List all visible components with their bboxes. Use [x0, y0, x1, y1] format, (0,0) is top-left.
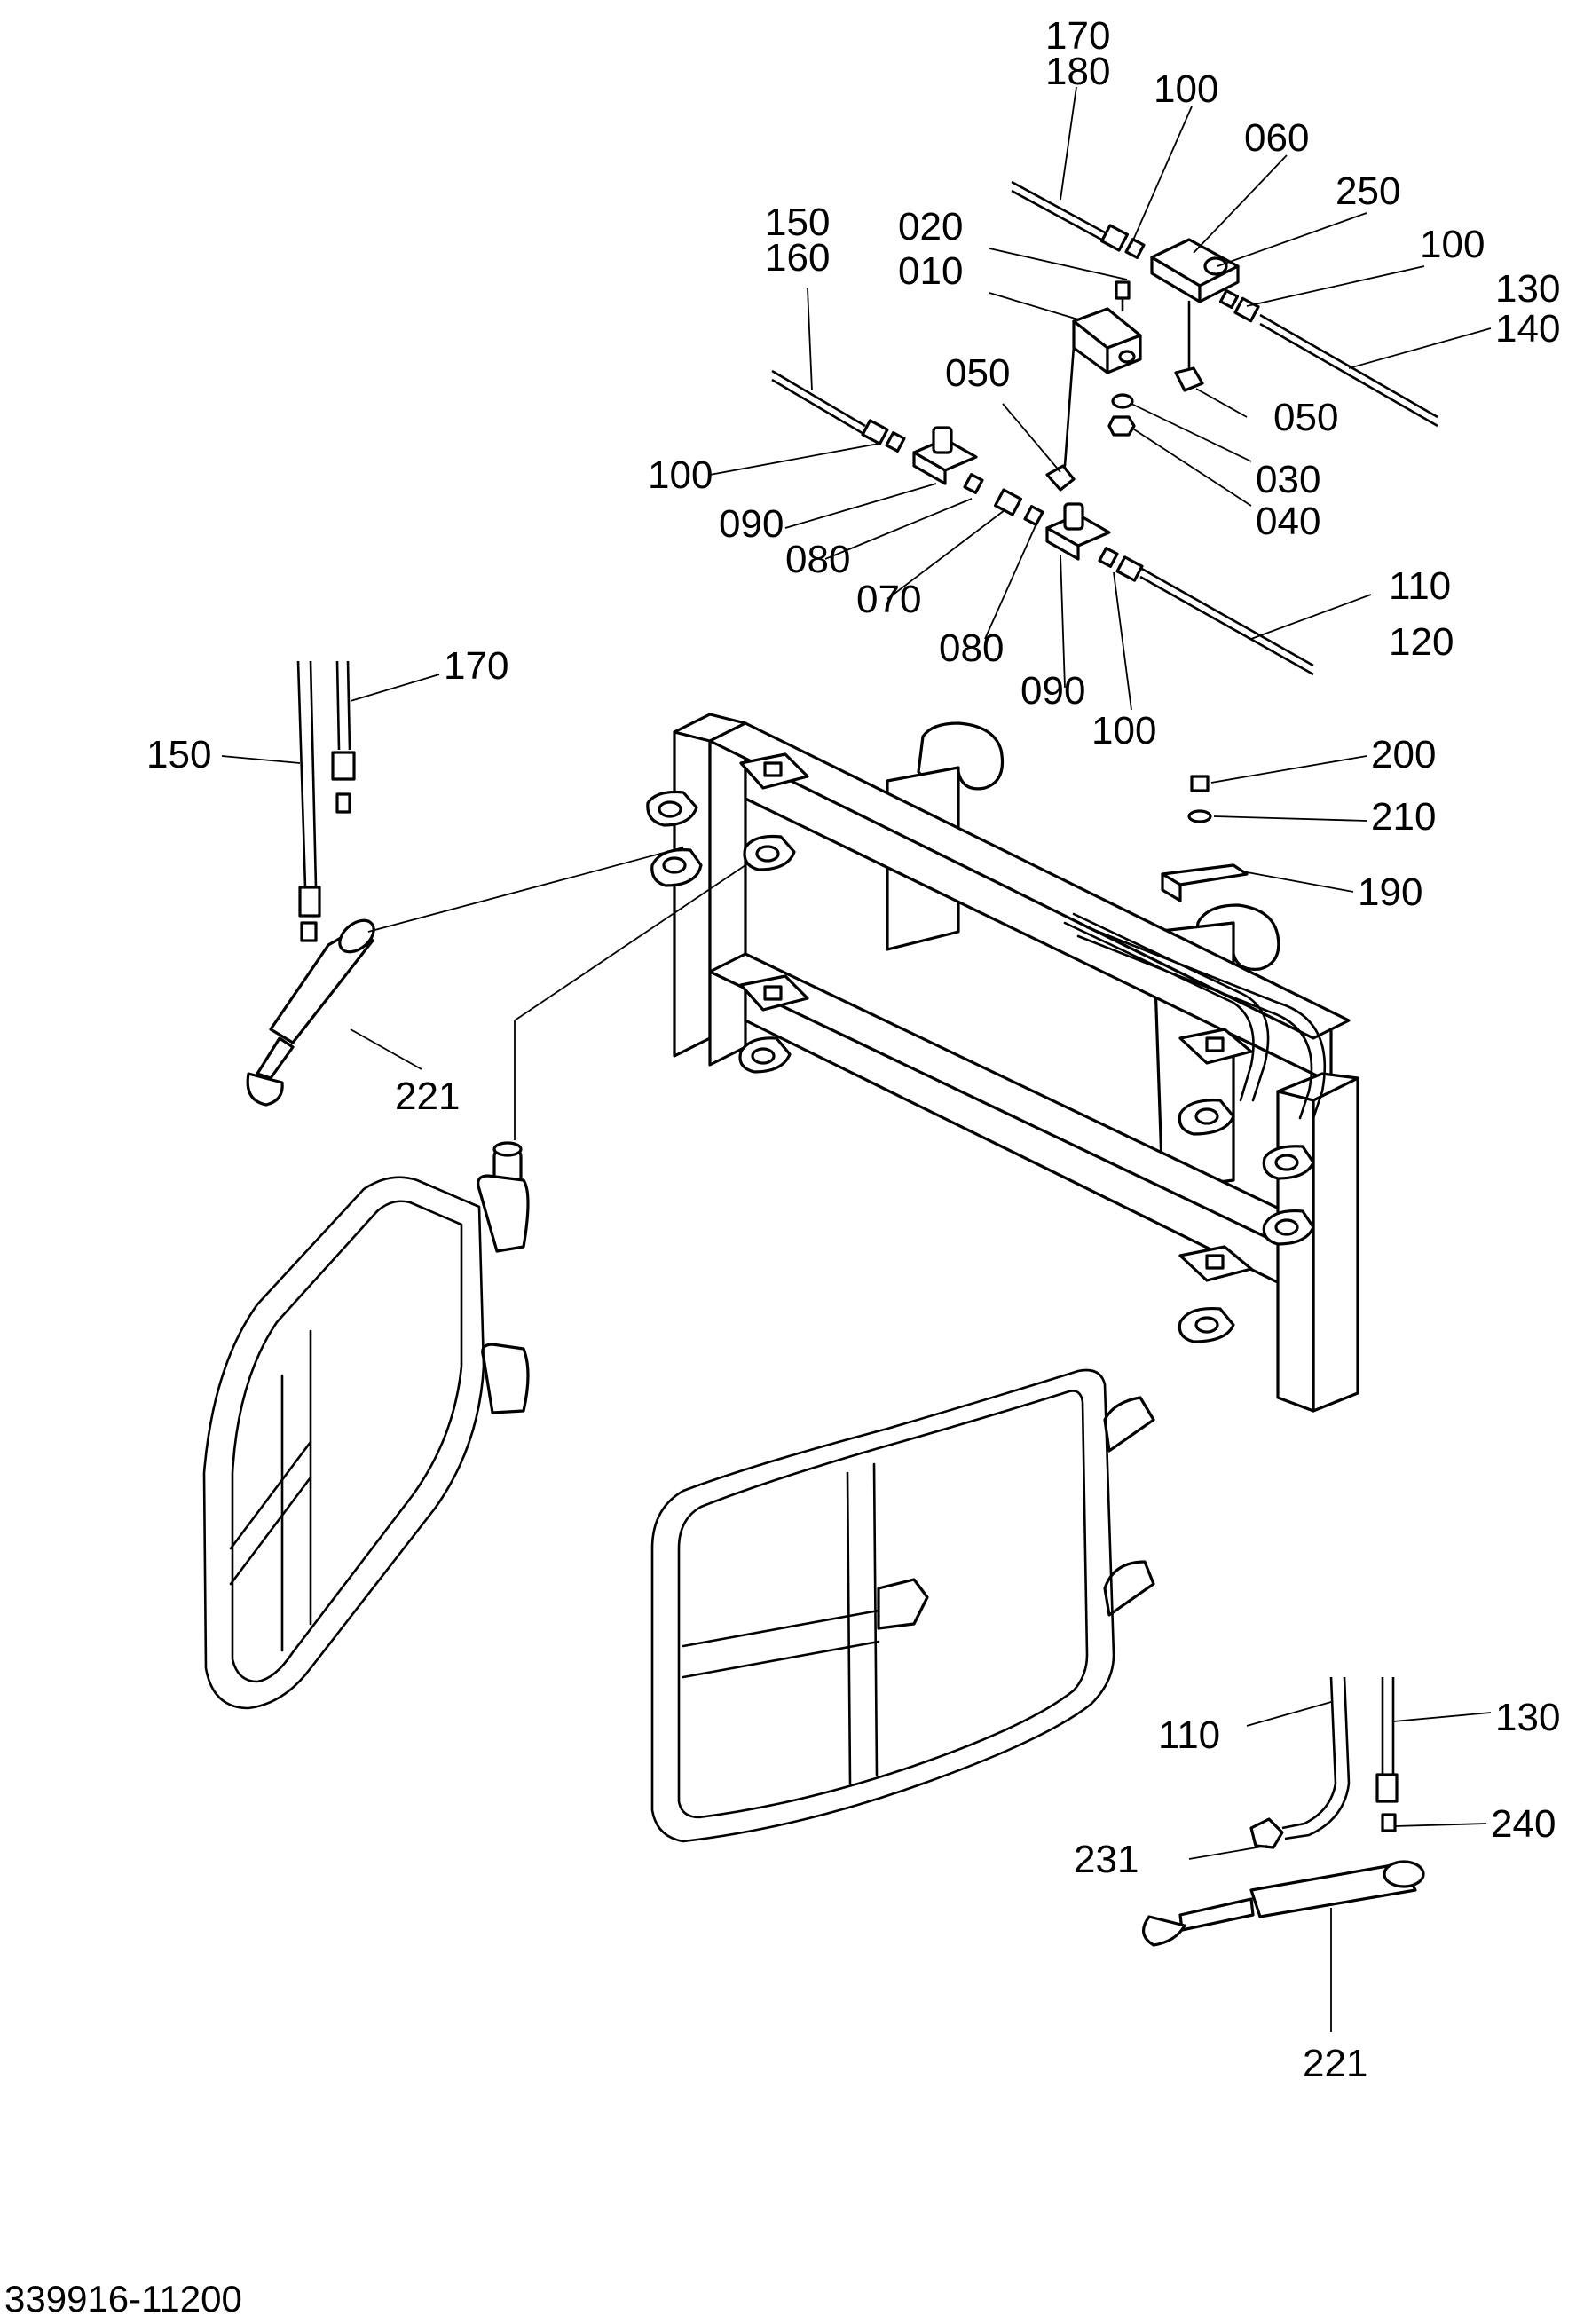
left-upright-face — [708, 721, 747, 1067]
frame-hose-1 — [1063, 921, 1255, 1102]
right-clamp-arm — [650, 1368, 1155, 1843]
label-150-top: 150 — [765, 201, 830, 244]
label-231: 231 — [1074, 1838, 1139, 1881]
arm-left-outer — [202, 1176, 485, 1710]
lug-6-hole — [751, 1047, 776, 1065]
elbow-231 — [1249, 1817, 1284, 1849]
label-210: 210 — [1371, 795, 1436, 839]
label-050-left: 050 — [945, 351, 1010, 395]
lug-2-hole — [662, 856, 687, 874]
label-010: 010 — [898, 249, 963, 293]
hose-130-140 — [1259, 313, 1438, 419]
frame-hose-4 — [1085, 926, 1327, 1120]
label-100-right: 100 — [1420, 223, 1485, 266]
label-221-right: 221 — [1303, 2042, 1367, 2085]
bolt-200 — [1190, 775, 1210, 792]
hose-150-160 — [771, 369, 866, 428]
label-120: 120 — [1389, 620, 1454, 664]
label-090-bottom: 090 — [1020, 669, 1085, 713]
callout-labels: 170 180 100 060 250 100 130 140 150 160 … — [146, 14, 1560, 2085]
label-160: 160 — [765, 236, 830, 280]
label-090-left: 090 — [719, 502, 784, 546]
label-130-bottom: 130 — [1495, 1696, 1560, 1739]
label-250: 250 — [1336, 169, 1400, 213]
label-100-top: 100 — [1154, 67, 1218, 111]
lug-12-hole — [1194, 1316, 1219, 1334]
nut-040 — [1107, 415, 1136, 437]
label-200: 200 — [1371, 733, 1436, 776]
label-040: 040 — [1256, 500, 1320, 543]
label-130-top: 130 — [1495, 267, 1560, 311]
label-060: 060 — [1244, 116, 1309, 160]
lug-11-slot — [1205, 1254, 1225, 1270]
label-150-left: 150 — [146, 733, 211, 776]
frame-hose-3 — [1076, 934, 1313, 1120]
right-cylinder — [1142, 1676, 1425, 1947]
label-170-left: 170 — [444, 644, 508, 688]
right-upright-face — [1312, 1076, 1359, 1413]
elbow-050 — [1045, 464, 1076, 492]
valve-assembly — [771, 180, 1438, 676]
lug-4-slot — [763, 761, 783, 777]
washer-030 — [1111, 393, 1134, 409]
label-221-left: 221 — [395, 1075, 460, 1118]
label-070: 070 — [856, 578, 921, 621]
washer-210 — [1187, 809, 1212, 823]
left-cylinder — [246, 660, 375, 1107]
label-180: 180 — [1045, 50, 1110, 93]
lug-3-hole — [755, 845, 780, 863]
label-170-top: 170 — [1045, 14, 1110, 58]
bolt-020 — [1115, 280, 1131, 300]
left-clamp-arm — [202, 1174, 530, 1710]
label-190: 190 — [1358, 871, 1422, 914]
lug-7-slot — [1205, 1036, 1225, 1052]
cylinder-221-right — [1249, 1862, 1417, 1918]
label-110-top: 110 — [1389, 564, 1451, 608]
hose-170-180 — [1011, 180, 1106, 234]
frame-hose-2 — [1072, 912, 1270, 1102]
right-upright-front — [1276, 1090, 1315, 1413]
drawing-code: 339916-11200 — [4, 2278, 242, 2320]
hose-110-120 — [1139, 566, 1314, 667]
lug-9-hole — [1274, 1154, 1299, 1171]
lug-8-hole — [1194, 1107, 1219, 1125]
label-080-bottom: 080 — [939, 626, 1004, 670]
label-100-bottom: 100 — [1091, 709, 1156, 752]
label-020: 020 — [898, 205, 963, 248]
label-140: 140 — [1495, 307, 1560, 351]
lug-5-slot — [763, 985, 783, 1001]
fitting-250 — [1203, 256, 1228, 276]
top-beam-top — [708, 721, 1351, 1040]
label-080-left: 080 — [785, 538, 850, 581]
label-110-bottom: 110 — [1158, 1713, 1220, 1757]
lug-1-hole — [658, 800, 682, 818]
lug-10-hole — [1274, 1218, 1299, 1236]
main-frame — [646, 713, 1359, 1413]
label-240: 240 — [1491, 1802, 1556, 1846]
label-030: 030 — [1256, 458, 1320, 501]
label-050-right: 050 — [1273, 396, 1338, 439]
leader-lines — [221, 86, 1492, 2032]
fitting-070 — [993, 488, 1023, 516]
label-100-left: 100 — [648, 453, 713, 497]
